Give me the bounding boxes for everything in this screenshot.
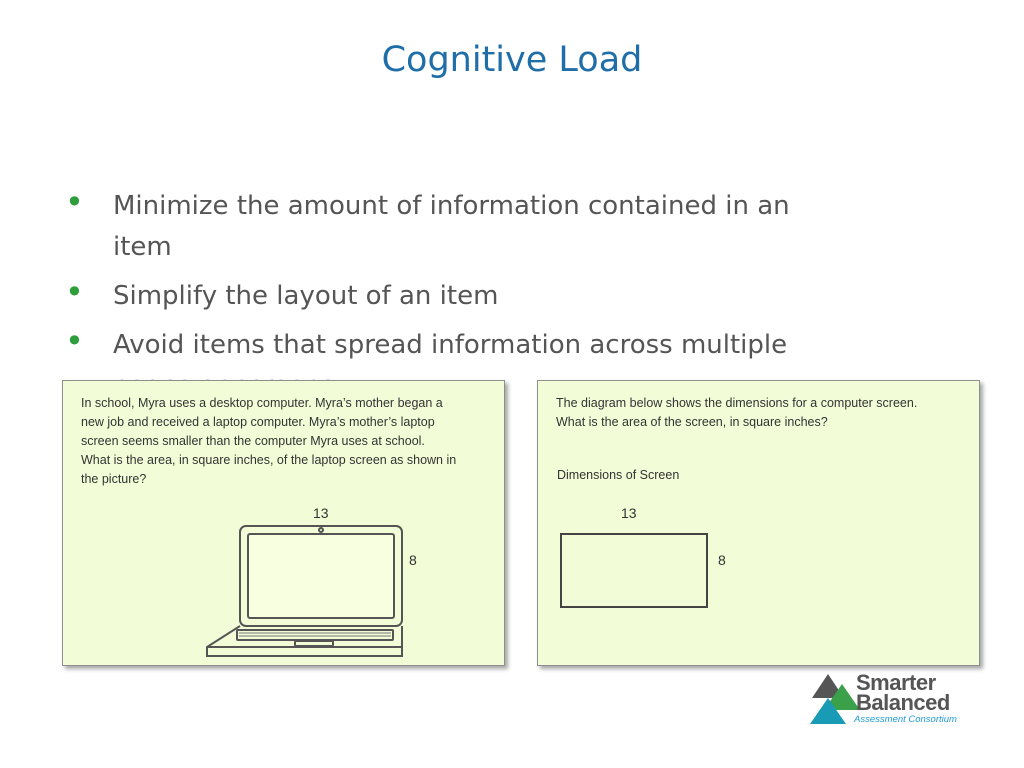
height-label: 8: [718, 552, 726, 568]
logo-word-smarter: Smarter: [856, 670, 936, 695]
bullet-dot-icon: •: [65, 273, 84, 311]
bullet-text: Minimize the amount of information conta…: [113, 191, 790, 262]
laptop-icon: [206, 525, 403, 657]
bullet-item: • Simplify the layout of an item: [60, 276, 860, 317]
item-prompt: The diagram below shows the dimensions f…: [556, 394, 936, 432]
logo-triangles-icon: [810, 674, 860, 724]
logo-word-balanced: Balanced: [856, 690, 950, 715]
logo-tagline: Assessment Consortium: [854, 714, 957, 725]
screen-rectangle: [560, 533, 708, 608]
bullet-dot-icon: •: [65, 322, 84, 360]
prompt-paragraph: The diagram below shows the dimensions f…: [556, 396, 918, 429]
slide-title: Cognitive Load: [381, 40, 643, 80]
bullet-item: • Minimize the amount of information con…: [60, 186, 860, 268]
bullet-dot-icon: •: [65, 183, 84, 221]
smarter-balanced-logo: Smarter Balanced Assessment Consortium: [810, 670, 980, 730]
width-label: 13: [313, 505, 329, 521]
prompt-paragraph: In school, Myra uses a desktop computer.…: [81, 396, 443, 448]
example-card-diagram: The diagram below shows the dimensions f…: [537, 380, 980, 666]
example-card-laptop: In school, Myra uses a desktop computer.…: [62, 380, 505, 666]
bullet-text: Simplify the layout of an item: [113, 281, 499, 311]
prompt-question: What is the area, in square inches, of t…: [81, 453, 457, 486]
width-label: 13: [621, 505, 637, 521]
item-prompt: In school, Myra uses a desktop computer.…: [81, 394, 461, 489]
diagram-caption: Dimensions of Screen: [557, 468, 680, 482]
height-label: 8: [409, 552, 417, 568]
